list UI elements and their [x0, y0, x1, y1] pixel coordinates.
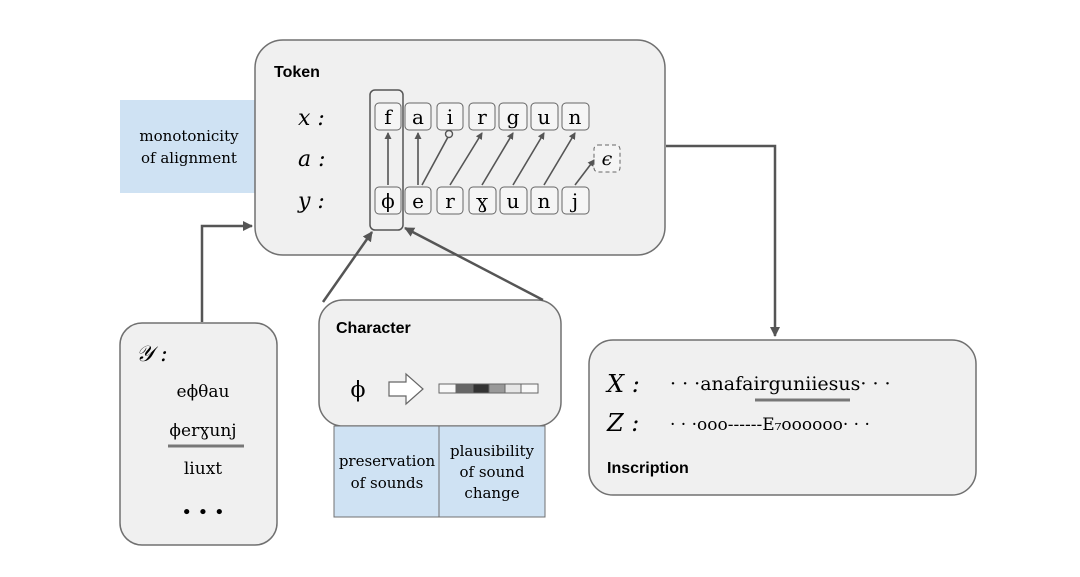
alignment-arrows [384, 132, 595, 186]
preservation-line-1: preservation [339, 452, 436, 470]
plausibility-line-3: change [464, 484, 519, 502]
y-char: j [570, 189, 578, 213]
embed-arrow-icon [388, 372, 424, 406]
monotonicity-line-1: monotonicity [139, 127, 239, 145]
x-char: r [477, 105, 487, 129]
monotonicity-line-2: of alignment [141, 149, 237, 167]
inscription-z-text: · · ·ooo------E₇oooooo· · · [670, 415, 870, 435]
x-char: i [447, 105, 453, 129]
epsilon-symbol: ϵ [602, 148, 613, 170]
flow-arrows [200, 144, 780, 337]
token-title: Token [274, 64, 320, 81]
y-char: u [507, 189, 520, 213]
inscription-z-label: Z : [606, 409, 639, 437]
inscription-x-label: X : [605, 370, 640, 398]
plausibility-line-1: plausibility [450, 442, 535, 460]
row-label-y: y : [297, 189, 325, 214]
x-char: f [384, 105, 393, 129]
character-symbol: ϕ [351, 378, 366, 403]
y-char: r [445, 189, 455, 213]
x-char: n [569, 105, 582, 129]
y-char: n [538, 189, 551, 213]
x-char: u [538, 105, 551, 129]
vocab-ellipsis: • • • [181, 502, 224, 523]
x-char-row: f a i r g u n [374, 102, 590, 131]
y-char: ϕ [381, 189, 395, 213]
token-box: Token x : a : y : f a i r g u n ϕ [254, 39, 666, 256]
vocab-label: 𝒴 : [136, 342, 168, 367]
x-char: a [412, 105, 424, 129]
character-to-token-arrow-left [321, 231, 374, 303]
inscription-title: Inscription [607, 460, 689, 477]
monotonicity-label-box: monotonicity of alignment [120, 100, 258, 193]
token-to-inscription-arrow [666, 144, 780, 337]
plausibility-line-2: of sound [459, 463, 524, 481]
y-char-row: ϕ e r ɣ u n j [374, 186, 590, 215]
epsilon-box [593, 144, 621, 173]
character-box: Character ϕ [318, 299, 562, 427]
plausibility-label-box: plausibility of sound change [438, 425, 546, 518]
unaligned-marker [444, 129, 454, 139]
inscription-x-text: · · ·anafairguniiesus· · · [670, 373, 891, 395]
x-char: g [507, 105, 520, 129]
preservation-label-box: preservation of sounds [333, 425, 440, 518]
vocabulary-box: 𝒴 : eϕθau ϕerɣunj liuxt • • • [119, 322, 278, 546]
highlight-column [369, 89, 404, 231]
inscription-box: X : Z : · · ·anafairguniiesus· · · · · ·… [588, 339, 977, 496]
vocab-item: eϕθau [177, 382, 230, 402]
vocab-to-token-arrow [200, 221, 253, 322]
y-char: ɣ [476, 189, 488, 213]
preservation-line-2: of sounds [351, 474, 424, 492]
character-to-token-arrow-right [404, 226, 544, 302]
character-title: Character [336, 320, 411, 337]
row-label-a: a : [298, 147, 326, 172]
y-char: e [412, 189, 424, 213]
vocab-item-selected: ϕerɣunj [169, 421, 236, 441]
embedding-vector [438, 383, 539, 394]
row-label-x: x : [298, 106, 325, 131]
vocab-item: liuxt [184, 459, 222, 479]
